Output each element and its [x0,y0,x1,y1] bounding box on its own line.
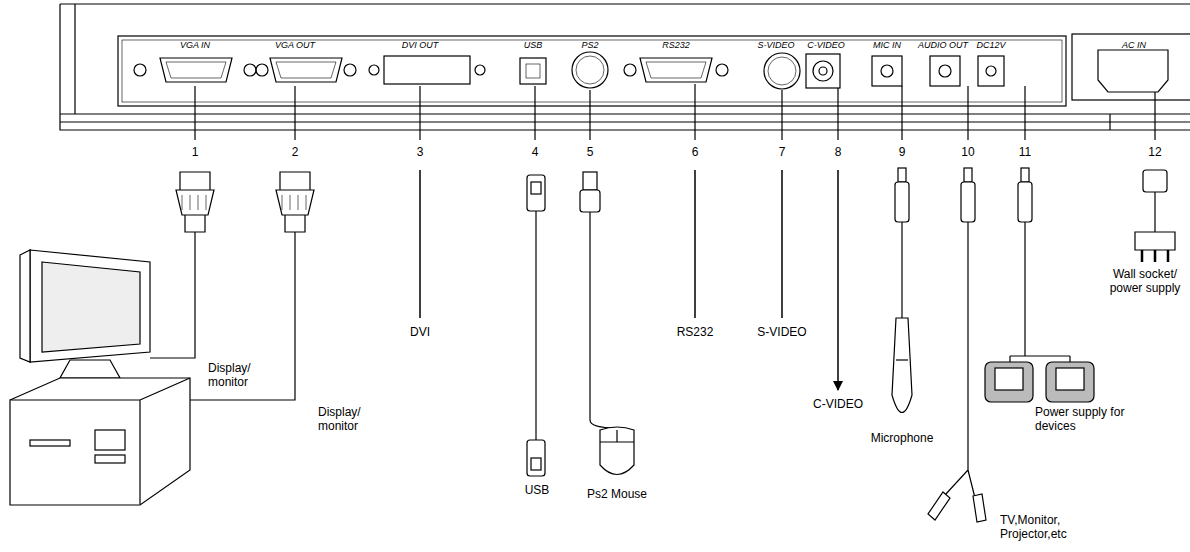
port-name: C-VIDEO [807,40,845,50]
device-label: Wall socket/ power supply [1103,268,1187,296]
audio-cable [928,168,986,522]
port-name: VGA OUT [275,40,315,50]
leader-lines [195,84,1155,140]
callout-number: 9 [899,146,906,160]
callout-number: 3 [417,146,424,160]
device-label: DVI [410,326,430,340]
device-label: Power supply for devices [1035,406,1135,434]
port-name: VGA IN [180,40,210,50]
device-label: Display/ monitor [208,362,283,390]
device-label: S-VIDEO [757,326,806,340]
callout-number: 12 [1148,146,1161,160]
port-name: S-VIDEO [757,40,794,50]
device-chassis [60,4,1190,130]
ps2-mouse [580,172,634,475]
port-name: RS232 [662,40,690,50]
callout-number: 5 [587,146,594,160]
callout-number: 11 [1019,146,1031,160]
device-label: TV,Monitor, Projector,etc [1000,514,1095,542]
port-name: DVI OUT [402,40,439,50]
device-label: Microphone [871,432,934,446]
callout-number: 7 [779,146,786,160]
callout-number: 2 [292,146,299,160]
signal-arrows [420,170,838,390]
power-cable [985,168,1094,402]
vga-cables [150,172,314,400]
port-name: USB [524,40,543,50]
callout-number: 8 [835,146,842,160]
port-name: MIC IN [873,40,901,50]
device-label: USB [525,484,550,498]
port-name: AC IN [1122,40,1146,50]
device-label: Ps2 Mouse [587,488,647,502]
callout-number: 6 [692,146,699,160]
callout-number: 1 [192,146,199,160]
usb-cable [527,175,545,476]
panel-ports [134,50,1168,92]
port-name: DC12V [976,40,1005,50]
port-name: AUDIO OUT [918,40,968,50]
microphone [892,168,912,413]
callout-number: 4 [532,146,539,160]
computer-illustration [10,250,190,505]
device-label: RS232 [677,326,714,340]
device-label: Display/ monitor [318,406,393,434]
ac-plug [1135,170,1175,262]
callout-number: 10 [961,146,974,160]
port-name: PS2 [581,40,598,50]
device-label: C-VIDEO [813,398,863,412]
